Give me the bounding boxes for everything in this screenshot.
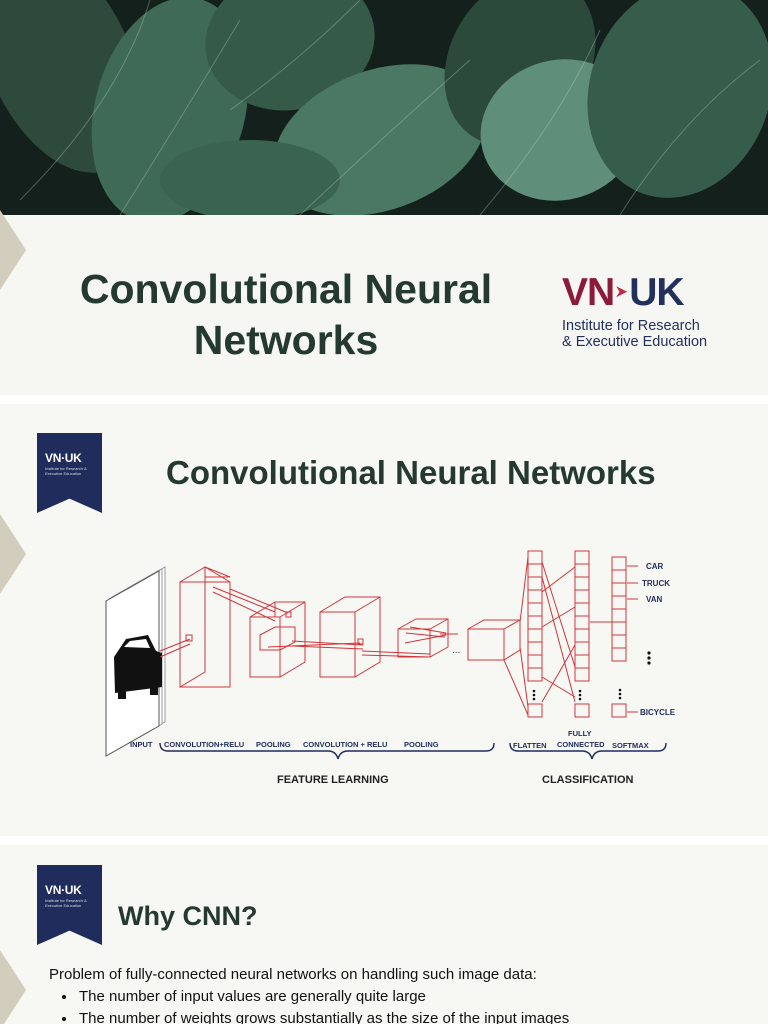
neuron-cell (611, 595, 627, 610)
intro-text: Problem of fully-connected neural networ… (49, 966, 537, 983)
neuron-cell (527, 602, 543, 617)
layer-label-pooling-1: POOLING (256, 740, 291, 749)
bullet-item: The number of input values are generally… (77, 986, 569, 1008)
neuron-cell (527, 615, 543, 630)
slide-edge-marker (0, 514, 26, 594)
neuron-cell (611, 608, 627, 623)
logo-subtitle-line1: Institute for Research (562, 318, 700, 334)
class-label-car: CAR (646, 562, 664, 571)
class-label-van: VAN (646, 595, 663, 604)
ellipsis-label: ... (452, 645, 460, 656)
softmax-column (611, 556, 627, 718)
slide-title: Why CNN? (118, 901, 258, 931)
neuron-cell (611, 703, 627, 718)
neuron-cell (574, 576, 590, 591)
layer-label-flatten: FLATTEN (513, 741, 547, 750)
vnuk-logo: VN UK Institute for Research & Executive … (562, 271, 762, 351)
layer-label-fully: FULLY (568, 729, 591, 738)
layer-label-conv-relu-1: CONVOLUTION+RELU (164, 740, 244, 749)
logo-word-uk: UK (629, 271, 684, 314)
neuron-cell (527, 703, 543, 718)
neuron-cell (574, 641, 590, 656)
neuron-cell (574, 602, 590, 617)
slide-edge-marker (0, 950, 26, 1024)
neuron-cell (574, 589, 590, 604)
why-cnn-slide: VN·UK Institute for Research & Executive… (0, 845, 768, 1024)
group-label-classification: CLASSIFICATION (542, 774, 634, 786)
neuron-cell (574, 654, 590, 669)
title-slide: Convolutional Neural Networks VN UK Insti… (0, 0, 768, 395)
layer-label-softmax: SOFTMAX (612, 741, 649, 750)
neuron-cell (611, 556, 627, 571)
bullet-item: The number of weights grows substantiall… (77, 1008, 569, 1024)
layer-label-connected: CONNECTED (557, 740, 605, 749)
leaf-banner-image (0, 0, 768, 215)
pooling-block-2 (397, 618, 449, 658)
neuron-cell (574, 667, 590, 682)
feature-learning-brace (159, 742, 495, 760)
class-label-truck: TRUCK (642, 579, 670, 588)
neuron-cell (611, 647, 627, 662)
neuron-cell (527, 576, 543, 591)
neuron-cell (574, 703, 590, 718)
neuron-cell (574, 615, 590, 630)
class-label-bicycle: BICYCLE (640, 708, 676, 717)
neuron-cell (611, 569, 627, 584)
flatten-block (467, 619, 521, 661)
neuron-cell (611, 621, 627, 636)
logo-star-icon (616, 286, 628, 298)
neuron-cell (527, 667, 543, 682)
neuron-cell (574, 563, 590, 578)
fully-connected-column (574, 550, 590, 718)
classification-brace (509, 742, 667, 760)
neuron-cell (527, 628, 543, 643)
layer-label-pooling-2: POOLING (404, 740, 439, 749)
group-label-feature-learning: FEATURE LEARNING (277, 774, 389, 786)
badge-word: VN·UK (45, 883, 82, 897)
slide-title: Convolutional Neural Networks (166, 454, 656, 491)
slide-edge-marker (0, 210, 26, 290)
neuron-cell (527, 589, 543, 604)
flatten-column (527, 550, 543, 718)
vnuk-badge: VN·UK Institute for Research & Executive… (37, 433, 102, 513)
conv-relu-block-2 (319, 596, 381, 678)
bullet-list: The number of input values are generally… (49, 986, 569, 1024)
neuron-cell (527, 641, 543, 656)
slide-body: Problem of fully-connected neural networ… (49, 964, 569, 1024)
layer-label-input: INPUT (130, 740, 153, 749)
neuron-cell (574, 628, 590, 643)
cnn-architecture-diagram: ... CAR TRUCK VAN BICYCLE INPUT CONVOLUT… (105, 550, 676, 786)
neuron-cell (527, 550, 543, 565)
neuron-cell (611, 634, 627, 649)
badge-subtitle: Institute for Research & Executive Educa… (45, 898, 87, 908)
logo-subtitle-line2: & Executive Education (562, 334, 708, 350)
slide-title: Convolutional Neural Networks (79, 266, 493, 363)
conv-relu-block-1 (179, 566, 231, 688)
badge-word: VN·UK (45, 451, 82, 465)
layer-label-conv-relu-2: CONVOLUTION + RELU (303, 740, 387, 749)
neuron-cell (574, 550, 590, 565)
logo-word-vn: VN (562, 271, 615, 314)
neuron-cell (527, 654, 543, 669)
neuron-cell (611, 582, 627, 597)
pooling-block-1 (249, 601, 306, 678)
vnuk-badge: VN·UK Institute for Research & Executive… (37, 865, 102, 945)
cnn-diagram-slide: VN·UK Institute for Research & Executive… (0, 404, 768, 836)
neuron-cell (527, 563, 543, 578)
badge-subtitle: Institute for Research & Executive Educa… (45, 466, 87, 476)
car-icon (114, 635, 162, 699)
